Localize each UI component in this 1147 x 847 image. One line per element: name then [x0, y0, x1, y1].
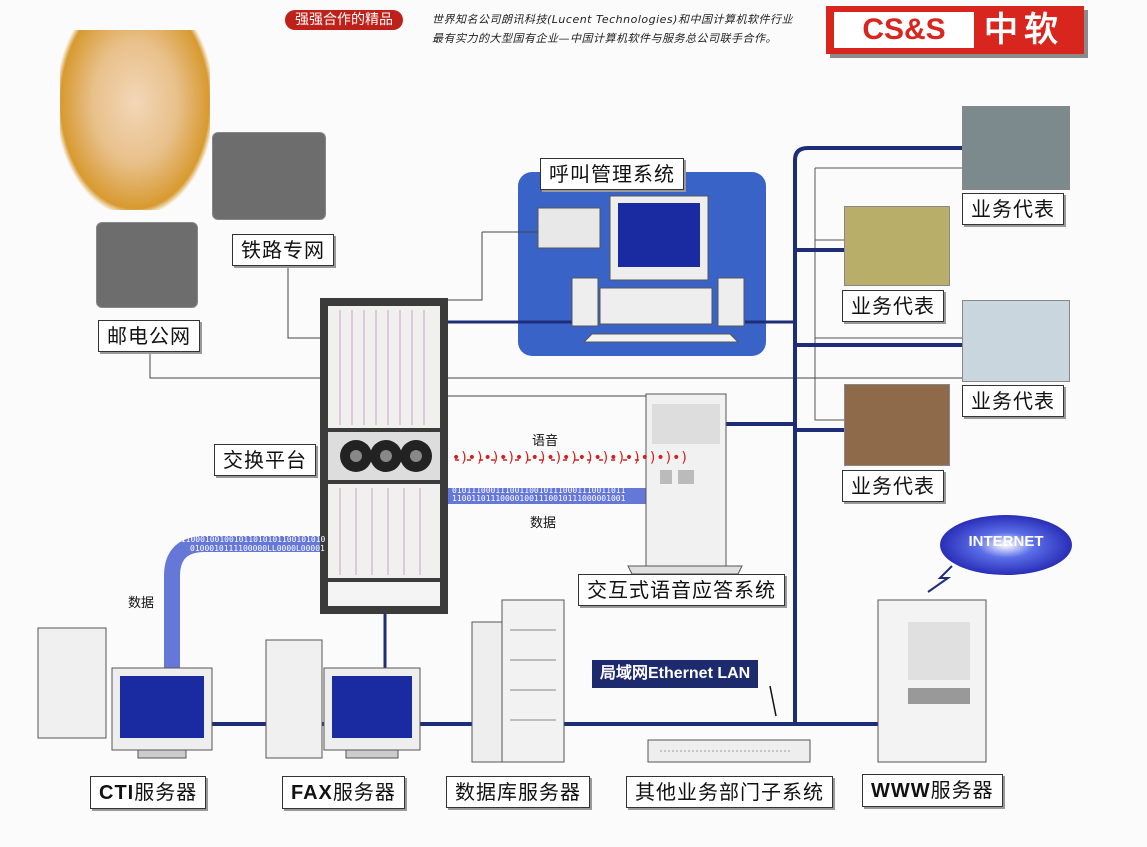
other-subsystem-device — [647, 739, 811, 763]
label-railway-network: 铁路专网 — [232, 234, 334, 266]
www-rest: 服务器 — [930, 778, 994, 802]
ivr-server — [627, 393, 743, 575]
lan-label: 局域网Ethernet LAN — [592, 660, 759, 688]
label-fax-server: FAX服务器 — [282, 776, 405, 809]
woman-phone-photo — [60, 30, 210, 210]
callmgmt-wire — [445, 231, 540, 301]
internet-bolt — [927, 565, 953, 593]
agent-photo-3 — [962, 300, 1070, 382]
agent-photo-1 — [962, 106, 1070, 190]
logo-chinese: 中软 — [984, 10, 1064, 50]
label-ivr: 交互式语音应答系统 — [578, 574, 785, 606]
cs-s-logo: CS&S 中软 — [826, 6, 1084, 54]
cti-server-device — [37, 627, 213, 759]
bits-row-2: 110011011100001001110010111000001001 — [452, 494, 626, 503]
bits-row-1: 010111000111001100101110001110011011 — [452, 486, 626, 495]
cti-bold: CTI — [99, 782, 135, 804]
label-agent-3: 业务代表 — [962, 385, 1064, 417]
agent-bus — [793, 146, 962, 724]
railway-wire — [287, 266, 322, 339]
phone-2-photo — [96, 222, 198, 308]
call-mgmt-devices — [537, 195, 745, 343]
postal-wire — [149, 352, 1055, 379]
header-description: 世界知名公司朗讯科技(Lucent Technologies)和中国计算机软件行… — [432, 13, 793, 45]
bits-curve-1: 1110001001001011010101100101010 — [176, 535, 326, 544]
data-caption-right: 数据 — [530, 516, 557, 531]
label-agent-2: 业务代表 — [842, 290, 944, 322]
label-call-management: 呼叫管理系统 — [540, 158, 684, 190]
label-db-server: 数据库服务器 — [446, 776, 590, 808]
label-other-subsystem: 其他业务部门子系统 — [626, 776, 833, 808]
data-ribbon-curve — [164, 536, 330, 672]
label-cti-server: CTI服务器 — [90, 776, 207, 809]
voice-dots: •)•)•)•)•)•)•)•)•)•)•)•)•)•)•) — [452, 450, 688, 466]
label-switch-platform: 交换平台 — [214, 444, 316, 476]
agent-photo-2 — [844, 206, 950, 286]
www-server-device — [877, 599, 987, 763]
label-agent-4: 业务代表 — [842, 470, 944, 502]
voice-caption: 语音 — [532, 434, 559, 449]
internet-cloud: INTERNET — [940, 515, 1072, 575]
switch-cabinet — [320, 298, 448, 614]
agent-photo-4 — [844, 384, 950, 466]
lan-pointer — [769, 685, 777, 717]
www-bold: WWW — [871, 780, 931, 802]
phone-1-photo — [212, 132, 326, 220]
label-agent-1: 业务代表 — [962, 193, 1064, 225]
internet-label: INTERNET — [968, 533, 1044, 550]
logo-english: CS&S — [834, 12, 974, 48]
thin-loop-wire — [814, 167, 962, 421]
db-server-device — [471, 599, 565, 763]
data-caption-left: 数据 — [128, 596, 155, 611]
header-badge: 强强合作的精品 — [285, 10, 403, 30]
fax-rest: 服务器 — [332, 780, 396, 804]
fax-bold: FAX — [291, 782, 333, 804]
bits-curve-2: 0100010111100000LL0000L00001 — [190, 544, 325, 553]
fax-server-device — [265, 639, 421, 759]
label-postal-network: 邮电公网 — [98, 320, 200, 352]
label-www-server: WWW服务器 — [862, 774, 1003, 807]
cti-rest: 服务器 — [134, 780, 198, 804]
